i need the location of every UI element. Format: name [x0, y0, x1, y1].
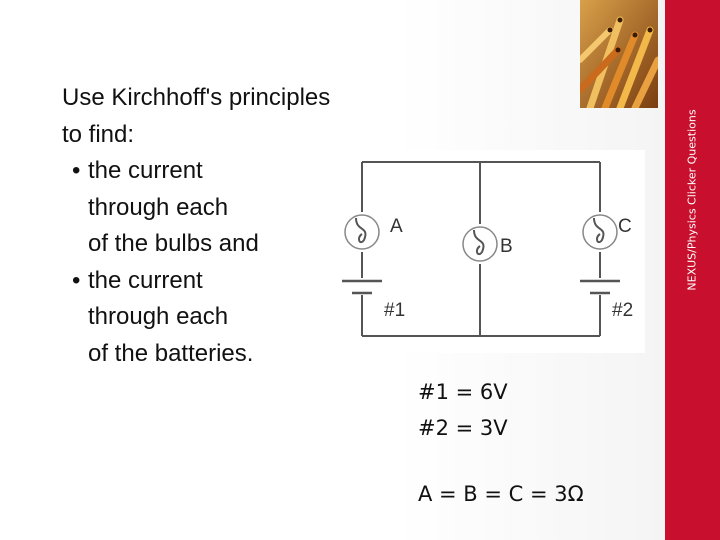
- given-emf-1: #1 = 6V: [418, 380, 508, 404]
- bulb-a-label: A: [390, 216, 403, 237]
- question-text: Use Kirchhoff's principles to find: • th…: [62, 80, 392, 372]
- question-bullet-2: • the current through each of the batter…: [62, 263, 392, 373]
- given-resistances: A = B = C = 3Ω: [418, 482, 584, 506]
- circuit-svg: A B C #1 #2: [342, 161, 633, 337]
- bullet-dot: •: [72, 266, 81, 294]
- bullet-2-line3: of the batteries.: [88, 339, 254, 367]
- bulb-b-icon: [462, 226, 498, 262]
- battery-2-icon: [580, 279, 620, 295]
- pencils-image-art: [580, 0, 658, 108]
- bulb-a-icon: [344, 214, 380, 250]
- circuit-diagram: A B C #1 #2: [318, 150, 645, 353]
- side-label-text: NEXUS/Physics Clicker Questions: [685, 109, 699, 291]
- bullet-1-line2: through each: [88, 193, 229, 221]
- given-emf-2: #2 = 3V: [418, 416, 508, 440]
- bullet-2-line1: the current: [88, 266, 203, 294]
- battery-2-label: #2: [612, 300, 633, 321]
- question-intro-line1: Use Kirchhoff's principles: [62, 84, 331, 111]
- bullet-2-line2: through each: [88, 303, 229, 330]
- bullet-1-line1: the current: [88, 157, 203, 184]
- battery-1-label: #1: [384, 300, 405, 321]
- pencils-image: [580, 0, 658, 108]
- question-bullet-1: • the current through each of the bulbs …: [62, 153, 392, 263]
- question-intro-line2: to find:: [62, 120, 135, 148]
- bulb-b-label: B: [500, 236, 513, 257]
- bulb-c-icon: [582, 214, 618, 250]
- bullet-1-line3: of the bulbs and: [88, 230, 259, 257]
- bulb-c-label: C: [618, 216, 632, 237]
- battery-1-icon: [342, 279, 382, 295]
- side-accent-band: [665, 0, 720, 540]
- bullet-dot: •: [72, 157, 81, 184]
